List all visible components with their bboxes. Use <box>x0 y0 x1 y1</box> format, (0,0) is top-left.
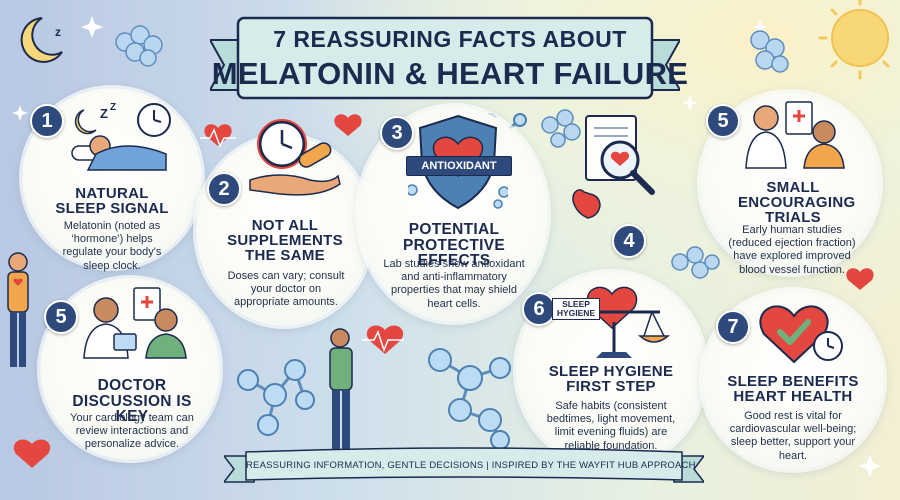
header-banner <box>210 16 680 100</box>
fact-title-2: NOT ALL SUPPLEMENTS THE SAME <box>227 217 343 264</box>
person-standing-icon <box>329 328 353 450</box>
fact-title-1: NATURAL SLEEP SIGNAL <box>55 185 169 217</box>
fact-number-6: 6 <box>522 292 556 326</box>
fact-text-2: Doses can vary; consult your doctor on a… <box>227 270 345 309</box>
fact-number-4: 4 <box>612 224 646 258</box>
fact-number-5a: 5 <box>706 104 740 138</box>
fact-text-6: Safe habits (consistent bedtimes, light … <box>546 400 676 452</box>
svg-text:Z: Z <box>100 106 108 121</box>
antioxidant-badge: ANTIOXIDANT <box>406 156 512 176</box>
fact-text-5b: Your cardiology team can review interact… <box>70 412 194 451</box>
fact-title-5b: DOCTOR DISCUSSION IS KEY <box>72 377 192 425</box>
fact-number-7: 7 <box>716 310 750 344</box>
fact-number-2: 2 <box>207 172 241 206</box>
doctor-consultation-icon <box>83 287 187 359</box>
clock-pill-hand-icon <box>249 119 341 196</box>
fact-title-5a: SMALL ENCOURAGING TRIALS <box>738 179 856 226</box>
footer-text: REASSURING INFORMATION, GENTLE DECISIONS… <box>246 460 696 471</box>
person-standing-icon <box>7 252 29 367</box>
molecule-node-icon <box>237 113 527 450</box>
sun-icon <box>818 0 890 80</box>
fact-number-3: 3 <box>380 116 414 150</box>
z-icon: z <box>55 25 61 39</box>
sleeping-person-icon: Z Z <box>71 102 171 171</box>
fact-title-3: POTENTIAL PROTECTIVE EFFECTS <box>402 221 506 269</box>
fact-number-5b: 5 <box>44 300 78 334</box>
doctor-patient-icon <box>745 101 845 169</box>
fact-title-6: SLEEP HYGIENE FIRST STEP <box>548 363 674 395</box>
document-magnifier-icon <box>572 115 655 219</box>
heartbeat-icon <box>13 114 874 468</box>
fact-text-1: Melatonin (noted as ‘hormone’) helps reg… <box>62 220 162 272</box>
header-line1: 7 REASSURING FACTS ABOUT <box>273 26 627 52</box>
svg-text:Z: Z <box>110 102 116 113</box>
moon-icon <box>20 17 63 63</box>
fact-title-7: SLEEP BENEFITS HEART HEALTH <box>727 373 859 405</box>
molecule-cluster-icon <box>115 25 789 279</box>
fact-number-1: 1 <box>30 104 64 138</box>
heart-check-clock-icon <box>759 305 843 364</box>
sparkle-icon <box>12 16 881 477</box>
sleep-hygiene-label: SLEEP HYGIENE <box>552 298 600 320</box>
fact-text-5a: Early human studies (reduced ejection fr… <box>728 224 856 276</box>
footer-ribbon <box>224 447 704 483</box>
header-line2: MELATONIN & HEART FAILURE <box>211 56 689 91</box>
fact-text-7: Good rest is vital for cardiovascular we… <box>729 410 857 462</box>
fact-text-3: Lab studies show antioxidant and anti-in… <box>383 258 525 310</box>
